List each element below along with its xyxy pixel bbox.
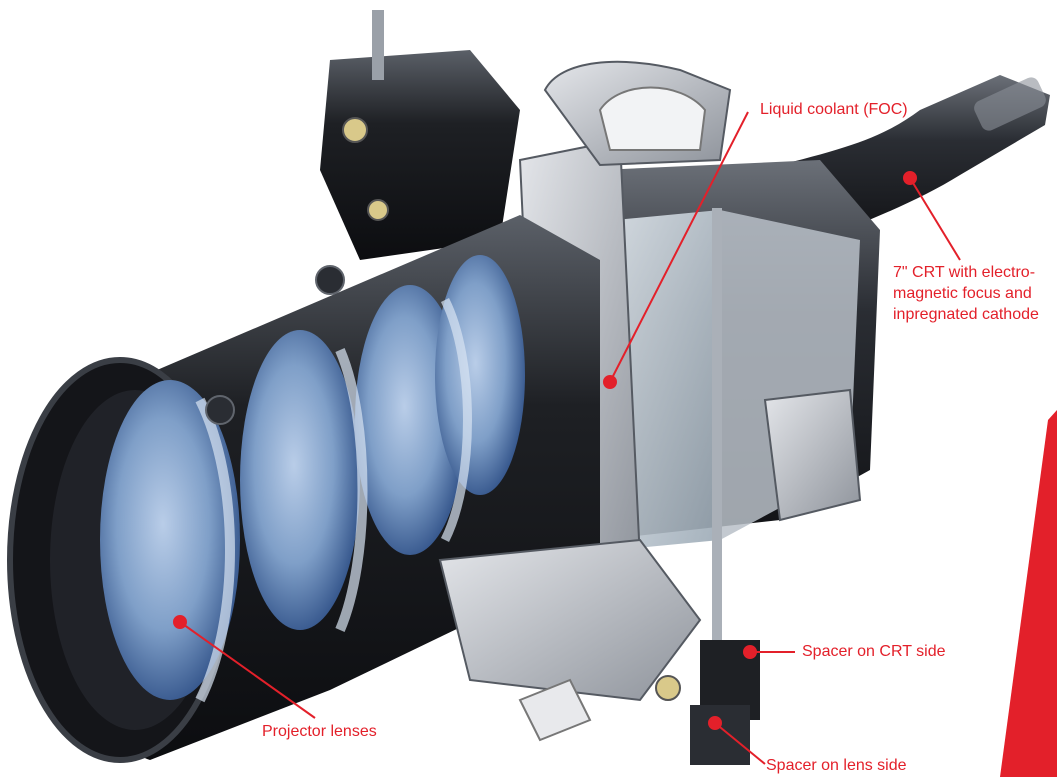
callout-leaders	[173, 111, 961, 765]
callout-projector-lenses: Projector lenses	[262, 723, 377, 740]
callout-crt-line-2: magnetic focus and	[893, 285, 1032, 302]
top-bracket	[320, 10, 520, 260]
red-accent-bar	[1000, 410, 1057, 777]
callout-crt-line-1: 7" CRT with electro-	[893, 264, 1036, 281]
callout-spacer-lens-side: Spacer on lens side	[766, 757, 907, 774]
callout-spacer-crt-side: Spacer on CRT side	[802, 643, 946, 660]
lens-element-1	[100, 380, 240, 700]
lower-mount	[438, 208, 862, 765]
callout-liquid-coolant: Liquid coolant (FOC)	[760, 101, 908, 118]
lens-element-2	[240, 330, 360, 630]
callout-crt-line-3: inpregnated cathode	[893, 306, 1039, 323]
lens-element-4	[435, 255, 525, 495]
callout-crt: 7" CRT with electro- magnetic focus and …	[893, 262, 1039, 325]
